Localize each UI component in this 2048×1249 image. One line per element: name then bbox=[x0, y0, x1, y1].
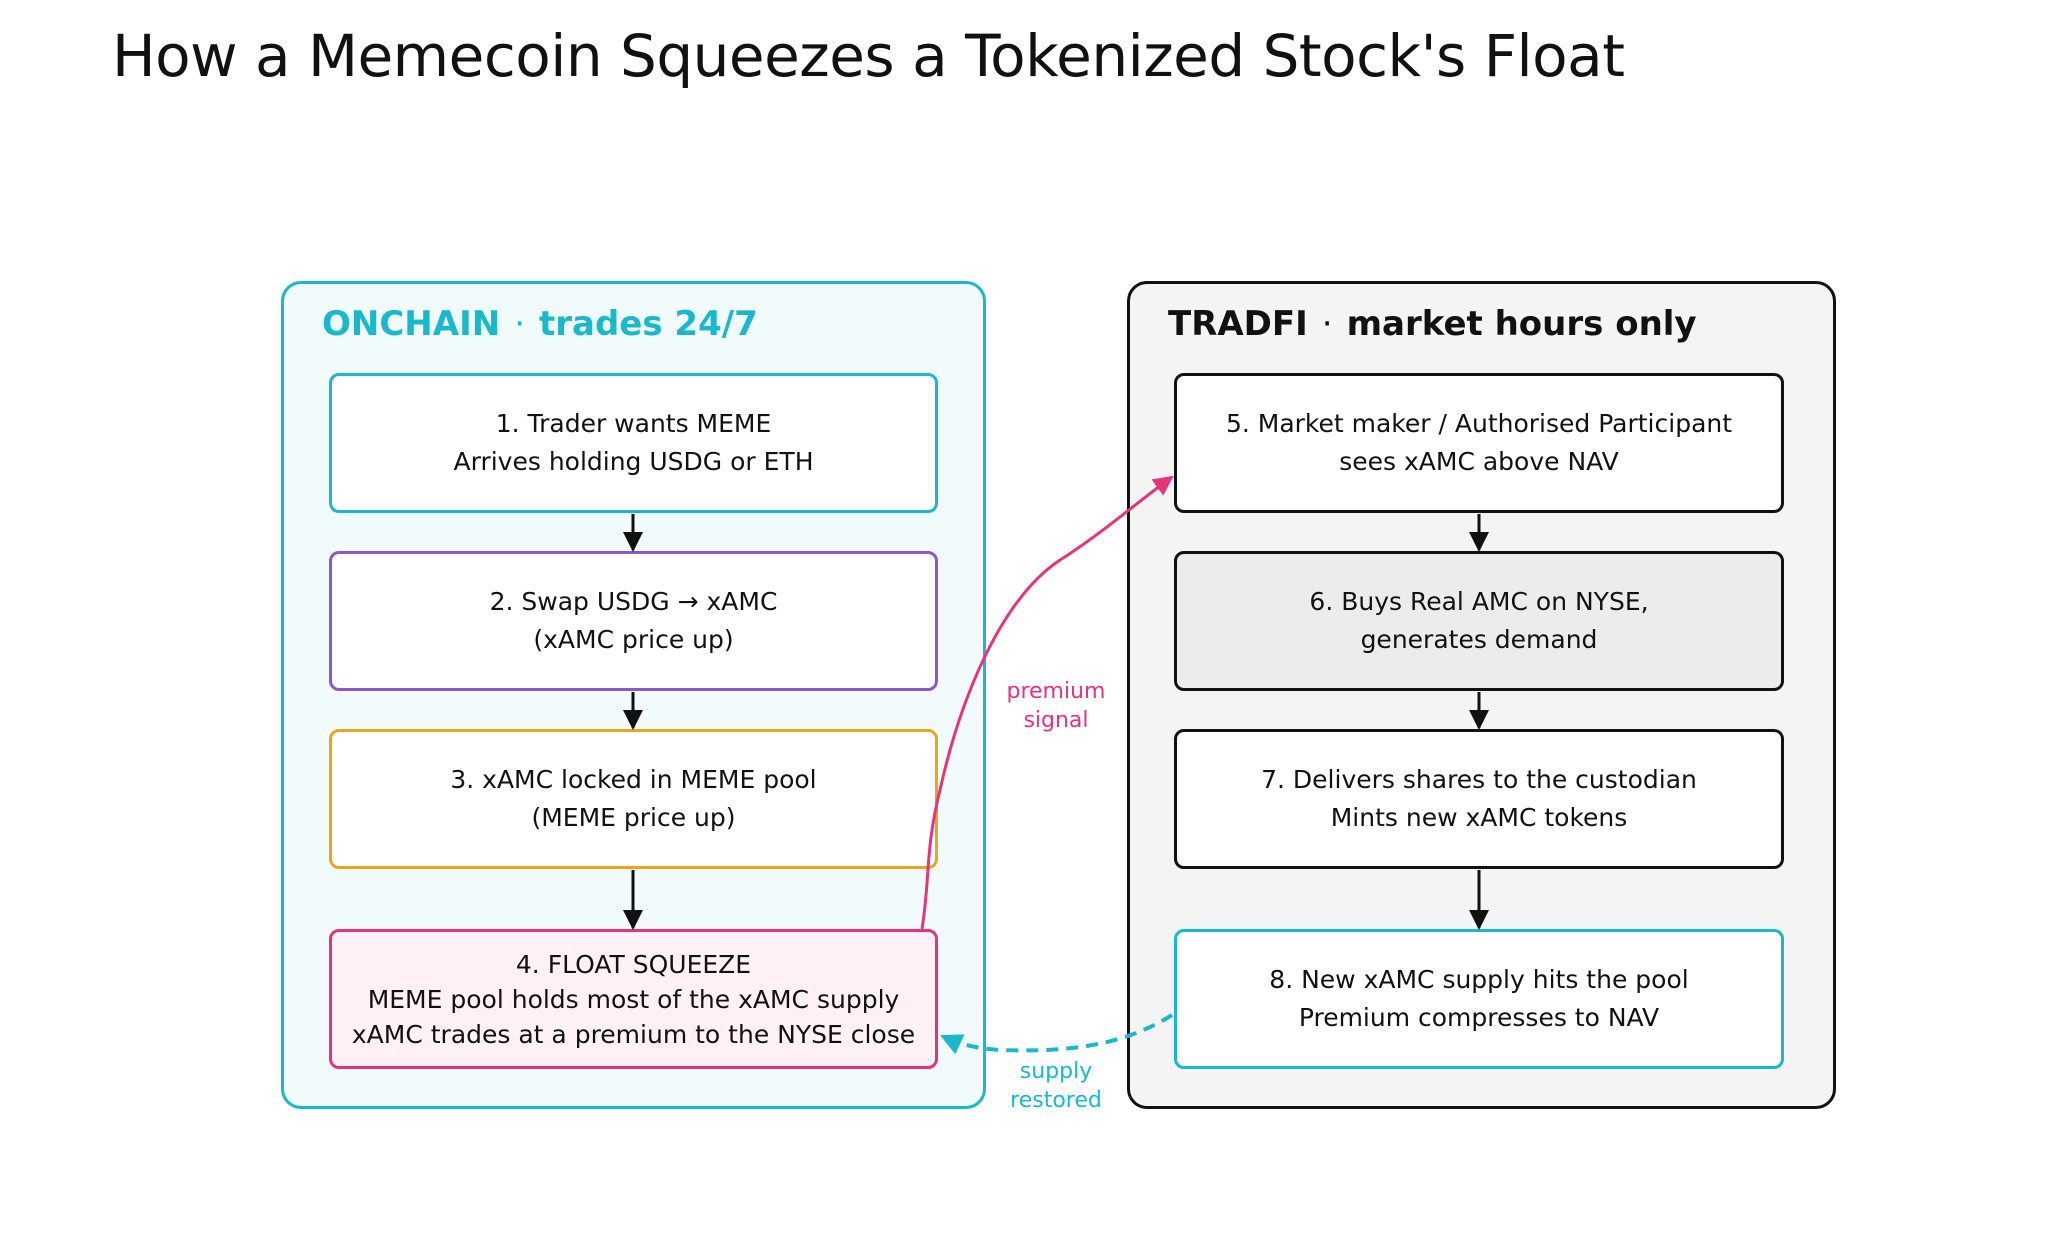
premium-label-line1: premium bbox=[1007, 679, 1106, 704]
step-5-detail: sees xAMC above NAV bbox=[1339, 447, 1619, 476]
step-3-detail: (MEME price up) bbox=[531, 803, 736, 832]
step-1-detail: Arrives holding USDG or ETH bbox=[453, 447, 814, 476]
supply-label-line2: restored bbox=[1010, 1088, 1102, 1113]
step-3-title: 3. xAMC locked in MEME pool bbox=[450, 765, 817, 794]
step-8-detail: Premium compresses to NAV bbox=[1298, 1003, 1660, 1032]
step-4-note: xAMC trades at a premium to the NYSE clo… bbox=[351, 1019, 916, 1049]
step-1-title: 1. Trader wants MEME bbox=[495, 409, 772, 438]
step-6-detail: generates demand bbox=[1360, 625, 1598, 654]
premium-signal-arrow bbox=[920, 475, 1174, 930]
step-6-title: 6. Buys Real AMC on NYSE, bbox=[1309, 587, 1649, 616]
step-2-box: 2. Swap USDG → xAMC (xAMC price up) bbox=[329, 551, 938, 691]
onchain-panel-title: ONCHAIN · trades 24/7 bbox=[322, 304, 758, 344]
step-4-box: 4. FLOAT SQUEEZE MEME pool holds most of… bbox=[329, 929, 938, 1069]
onchain-separator: · bbox=[514, 304, 525, 344]
tradfi-separator: · bbox=[1321, 304, 1333, 344]
step-1-box: 1. Trader wants MEME Arrives holding USD… bbox=[329, 373, 938, 513]
tradfi-subtitle: market hours only bbox=[1346, 304, 1697, 344]
step-5-box: 5. Market maker / Authorised Participant… bbox=[1174, 373, 1784, 513]
onchain-subtitle: trades 24/7 bbox=[539, 304, 758, 344]
onchain-name: ONCHAIN bbox=[322, 304, 501, 344]
step-5-title: 5. Market maker / Authorised Participant bbox=[1225, 409, 1733, 438]
diagram-title: How a Memecoin Squeezes a Tokenized Stoc… bbox=[112, 22, 1625, 90]
step-7-box: 7. Delivers shares to the custodian Mint… bbox=[1174, 729, 1784, 869]
step-2-detail: (xAMC price up) bbox=[533, 625, 734, 654]
supply-label-line1: supply bbox=[1020, 1059, 1092, 1084]
premium-label-line2: signal bbox=[1023, 708, 1088, 733]
tradfi-panel-title: TRADFI · market hours only bbox=[1168, 304, 1697, 344]
step-8-box: 8. New xAMC supply hits the pool Premium… bbox=[1174, 929, 1784, 1069]
tradfi-name: TRADFI bbox=[1168, 304, 1308, 344]
step-4-detail: MEME pool holds most of the xAMC supply bbox=[367, 984, 900, 1014]
supply-restored-arrow bbox=[940, 1013, 1174, 1055]
step-3-box: 3. xAMC locked in MEME pool (MEME price … bbox=[329, 729, 938, 869]
step-7-title: 7. Delivers shares to the custodian bbox=[1261, 765, 1697, 794]
step-7-detail: Mints new xAMC tokens bbox=[1330, 803, 1628, 832]
step-6-box: 6. Buys Real AMC on NYSE, generates dema… bbox=[1174, 551, 1784, 691]
step-4-title: 4. FLOAT SQUEEZE bbox=[515, 949, 752, 979]
step-2-title: 2. Swap USDG → xAMC bbox=[489, 587, 778, 616]
step-8-title: 8. New xAMC supply hits the pool bbox=[1269, 965, 1689, 994]
